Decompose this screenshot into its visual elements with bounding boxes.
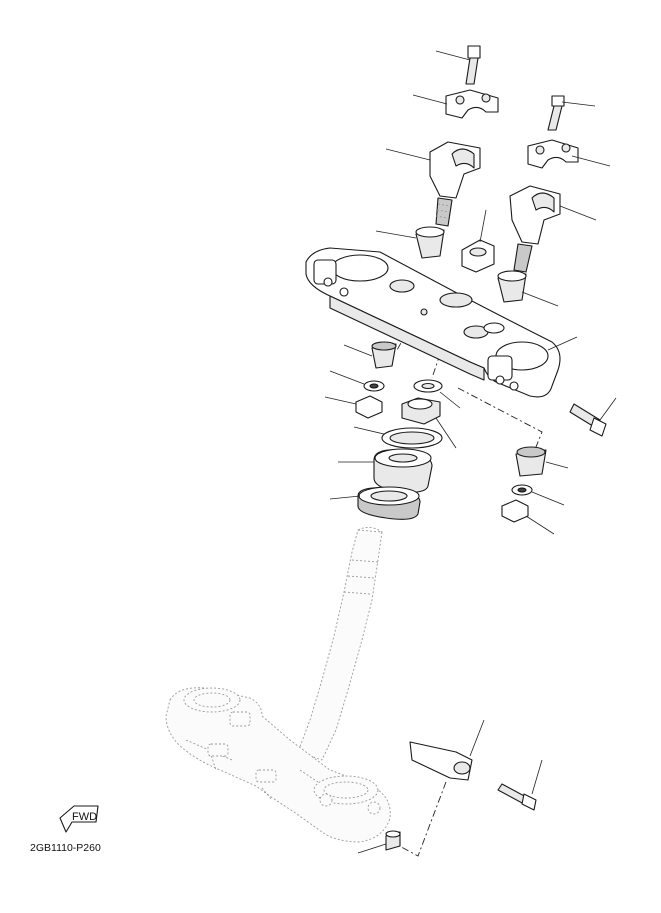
handlebar-clamp-right [509, 139, 579, 273]
upper-bracket [305, 247, 561, 398]
handlebar-clamp-left [429, 89, 499, 227]
bearings [357, 427, 443, 520]
nuts-washers [355, 239, 533, 523]
fwd-label: FWD [72, 811, 97, 823]
lower-bracket-steering-stem [165, 527, 391, 843]
cable-guide-parts [385, 741, 537, 851]
forward-direction-arrow: FWD [59, 805, 99, 833]
leader-lines [324, 50, 617, 854]
collars-13 [371, 226, 547, 477]
bolts-16 [465, 45, 607, 437]
diagram-code: 2GB1110-P260 [30, 842, 101, 854]
